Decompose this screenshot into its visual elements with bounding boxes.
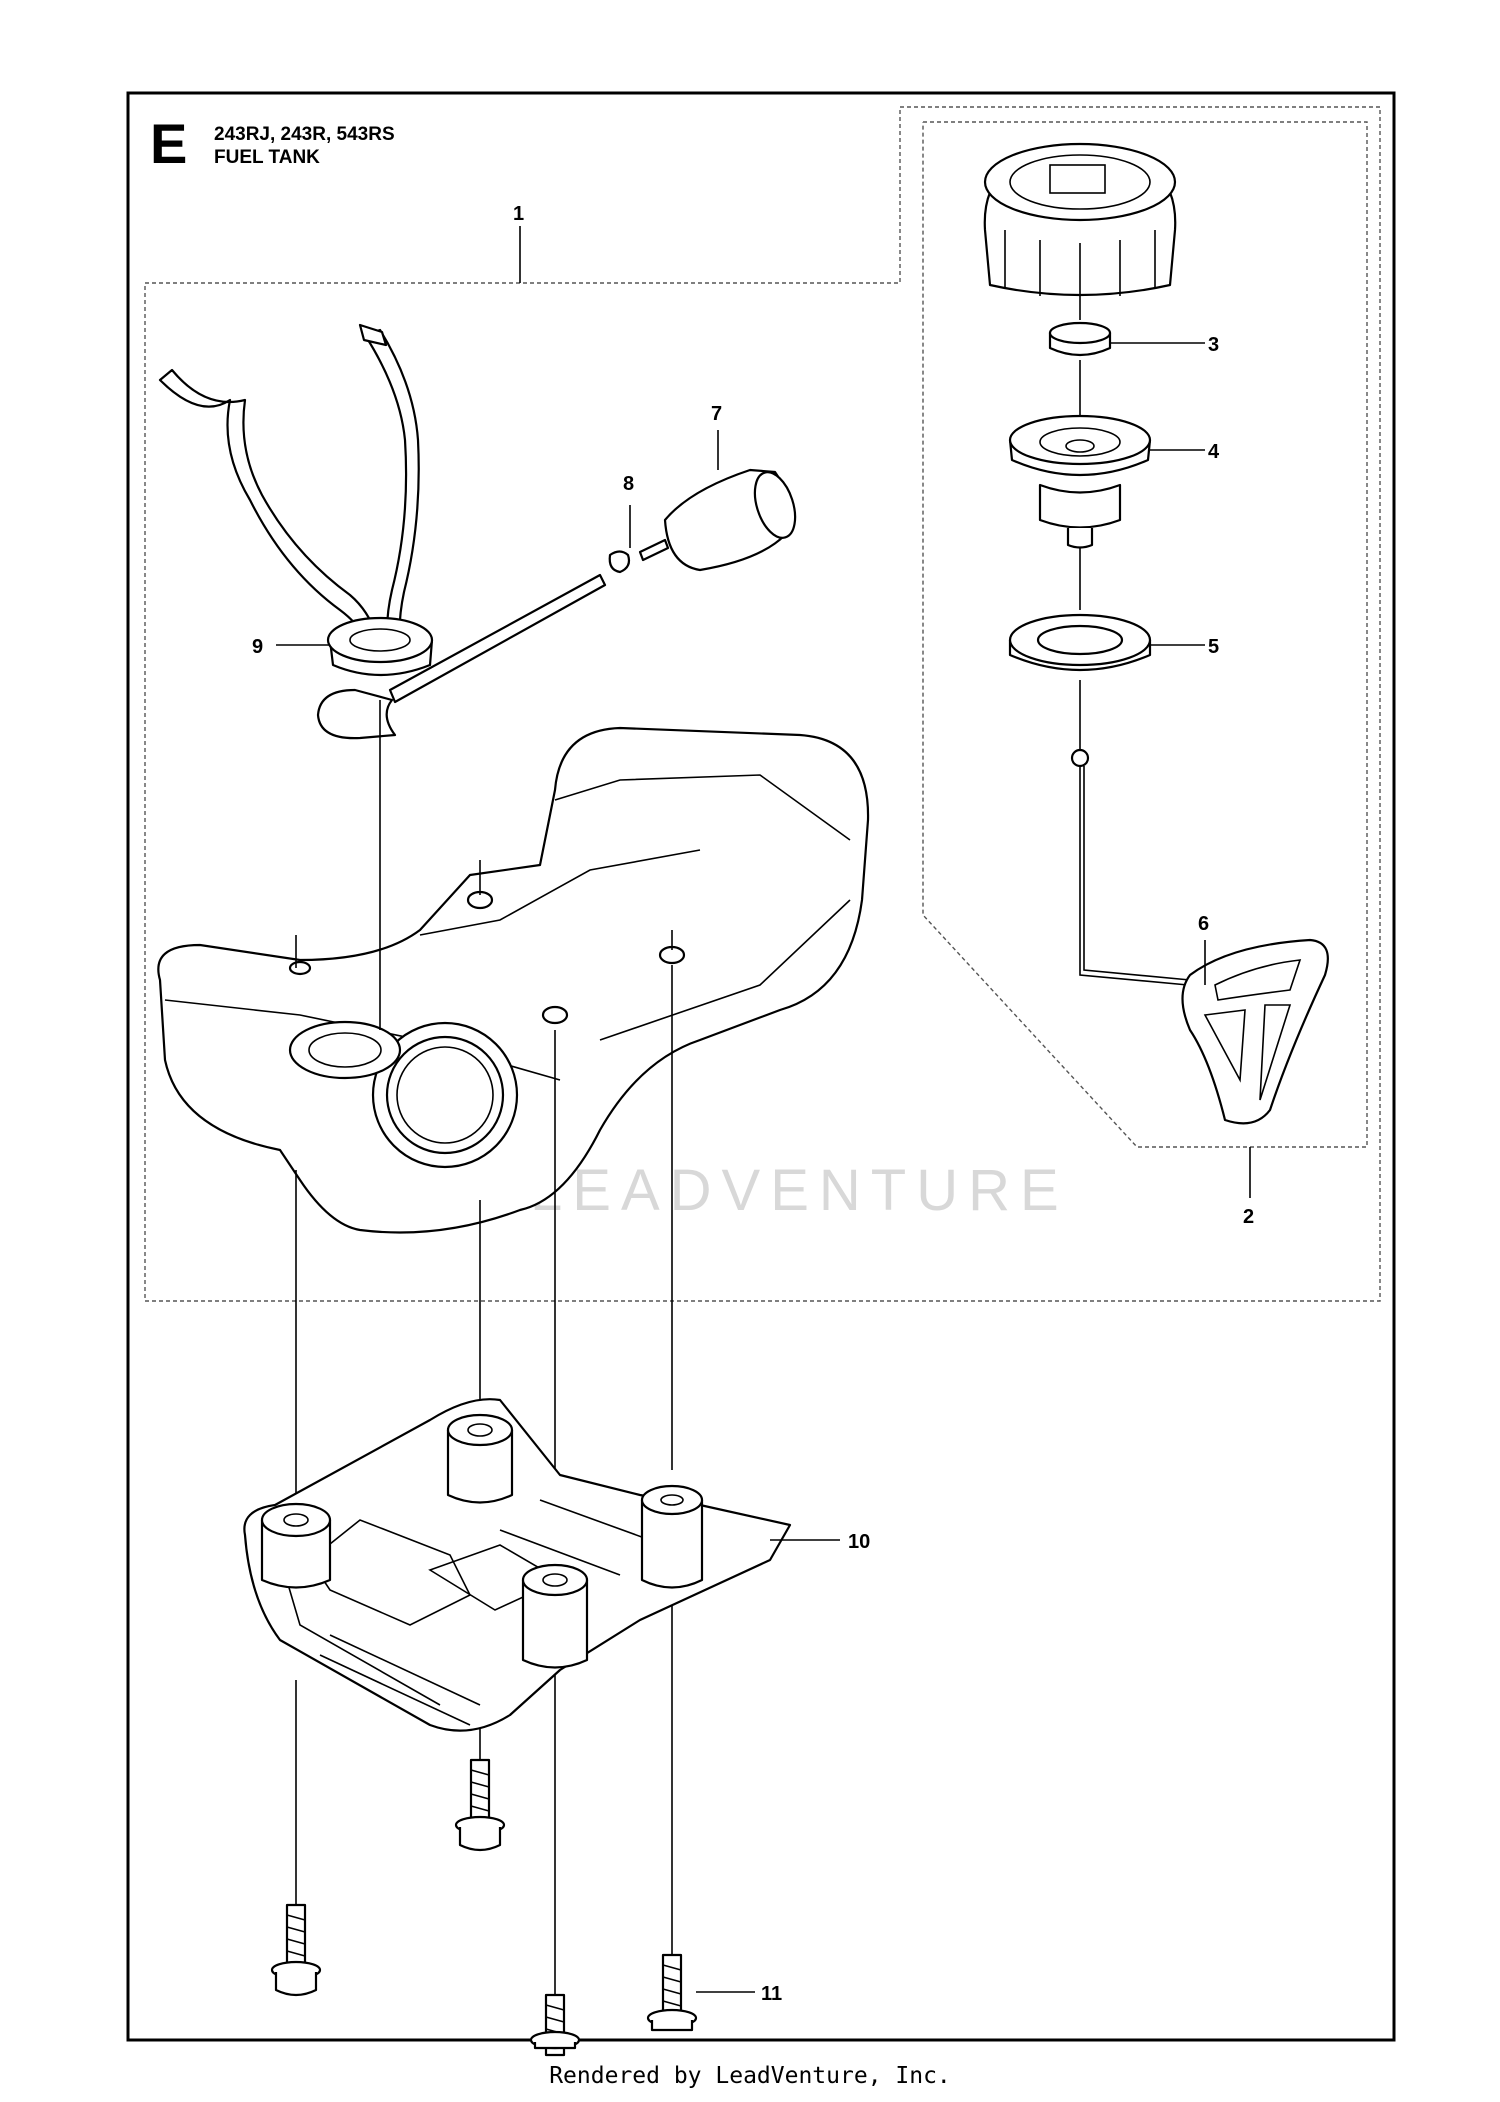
- part-8-clip: [608, 505, 631, 574]
- footer-credit: Rendered by LeadVenture, Inc.: [549, 2063, 951, 2089]
- section-letter: E: [150, 112, 187, 175]
- model-list: 243RJ, 243R, 543RS: [214, 124, 395, 145]
- svg-text:LEADVENTURE: LEADVENTURE: [530, 1158, 1069, 1223]
- part-4-valve: [1008, 414, 1152, 549]
- watermark: LEADVENTURE: [530, 886, 1069, 1223]
- part-3-seal: [1048, 321, 1112, 357]
- callout-11: 11: [761, 1983, 782, 2005]
- callout-2: 2: [1243, 1206, 1254, 1228]
- diagram-frame: [126, 91, 1396, 2042]
- callout-3: 3: [1208, 334, 1219, 356]
- callout-1: 1: [513, 203, 524, 225]
- callout-6: 6: [1198, 913, 1209, 935]
- part-5-gasket: [1008, 613, 1152, 672]
- part-10-guard: [243, 1398, 792, 1732]
- part-11-screws: [270, 1758, 698, 2057]
- callout-7: 7: [711, 403, 722, 425]
- callout-4: 4: [1208, 441, 1220, 463]
- callout-9: 9: [252, 636, 263, 658]
- callout-10: 10: [848, 1531, 870, 1553]
- callout-5: 5: [1208, 636, 1219, 658]
- section-title: FUEL TANK: [214, 147, 320, 168]
- fuel-hoses: [158, 323, 607, 740]
- assembly-group-2-box: [922, 121, 1368, 1148]
- part-6-strap: [1070, 748, 1329, 1125]
- fuel-cap: [983, 142, 1177, 300]
- fuel-tank: [157, 726, 870, 1234]
- part-7-filter: [638, 468, 797, 572]
- assembly-group-1-box: [144, 106, 1381, 1302]
- callout-8: 8: [623, 473, 634, 495]
